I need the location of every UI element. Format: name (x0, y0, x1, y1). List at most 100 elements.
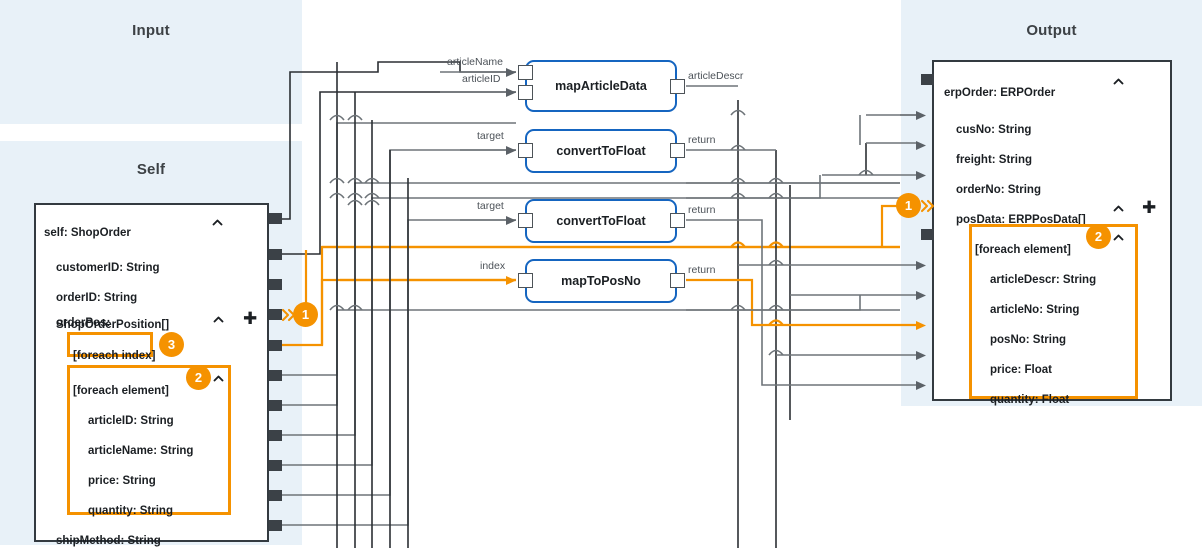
self-foreach-index-highlight[interactable] (67, 332, 153, 357)
port-label-index: index (480, 260, 506, 272)
self-port-header[interactable] (269, 213, 282, 224)
field-label: orderID: String (56, 292, 138, 304)
field-label: price: String (88, 475, 156, 487)
function-input-port-target-1[interactable] (518, 143, 533, 158)
self-node-header[interactable]: self: ShopOrder (36, 215, 267, 263)
chevron-up-icon[interactable] (211, 216, 224, 229)
output-port-header[interactable] (921, 74, 934, 85)
output-node[interactable]: erpOrder: ERPOrder cusNo: String freight… (932, 60, 1172, 406)
self-port-shipmethod[interactable] (269, 520, 282, 531)
function-input-port-articlename[interactable] (518, 65, 533, 80)
function-node-converttofloat-2[interactable]: convertToFloat (525, 199, 677, 243)
badge-3-self-foreach-index: 3 (159, 332, 184, 357)
badge-1-output: 1 (896, 193, 921, 218)
output-field-posno[interactable]: posNo: String (934, 322, 1170, 358)
self-foreach-element-highlight[interactable] (67, 365, 231, 515)
field-label: [foreach index] (73, 350, 156, 362)
output-field-articledescr[interactable]: articleDescr: String (934, 262, 1170, 298)
self-field-orderid[interactable]: orderID: String (36, 280, 267, 316)
port-label-return-2: return (688, 204, 716, 216)
function-input-port-index[interactable] (518, 273, 533, 288)
chevron-up-icon[interactable] (1112, 231, 1125, 244)
function-input-port-target-2[interactable] (518, 213, 533, 228)
function-node-converttofloat-1[interactable]: convertToFloat (525, 129, 677, 173)
field-label-second-line: ShopOrderPosition[] (56, 319, 170, 331)
badge-2-self-foreach-element: 2 (186, 365, 211, 390)
output-field-foreach-element[interactable]: [foreach element] (934, 232, 1170, 280)
port-label-target-2: target (477, 200, 504, 212)
output-field-orderno[interactable]: orderNo: String (934, 172, 1170, 208)
self-field-orderpos[interactable]: orderPos: ShopOrderPosition[] ✚ (36, 305, 267, 377)
badge-2-output-foreach-element: 2 (1086, 224, 1111, 249)
self-port-orderid[interactable] (269, 279, 282, 290)
field-label: posNo: String (990, 334, 1067, 346)
field-label: articleNo: String (990, 304, 1080, 316)
port-label-articlename: articleName (447, 56, 504, 68)
self-port-customerid[interactable] (269, 249, 282, 260)
field-label: articleName: String (88, 445, 194, 457)
self-port-price[interactable] (269, 460, 282, 471)
field-label: orderNo: String (956, 184, 1041, 196)
self-port-articlename[interactable] (269, 430, 282, 441)
output-field-price[interactable]: price: Float (934, 352, 1170, 388)
plus-icon[interactable]: ✚ (243, 309, 258, 328)
output-field-articleno[interactable]: articleNo: String (934, 292, 1170, 328)
array-chevron-icon-output (920, 199, 935, 213)
function-input-port-articleid[interactable] (518, 85, 533, 100)
field-label: [foreach element] (975, 244, 1071, 256)
self-panel-title: Self (136, 161, 166, 178)
function-output-port-return-3[interactable] (670, 273, 685, 288)
field-label: posData: ERPPosData[] (956, 214, 1086, 226)
self-field-articleid[interactable]: articleID: String (36, 403, 267, 439)
function-output-port-return-1[interactable] (670, 143, 685, 158)
self-port-foreach-element[interactable] (269, 370, 282, 381)
function-node-maparticledata[interactable]: mapArticleData (525, 60, 677, 112)
field-label: customerID: String (56, 262, 160, 274)
port-label-return-1: return (688, 134, 716, 146)
field-label: cusNo: String (956, 124, 1032, 136)
chevron-up-icon[interactable] (1112, 202, 1125, 215)
output-node-header-label: erpOrder: ERPOrder (944, 87, 1056, 99)
field-label: articleID: String (88, 415, 174, 427)
self-port-articleid[interactable] (269, 400, 282, 411)
plus-icon[interactable]: ✚ (1142, 198, 1157, 217)
field-label: price: Float (990, 364, 1052, 376)
function-output-port-articledescr[interactable] (670, 79, 685, 94)
self-field-quantity[interactable]: quantity: String (36, 493, 267, 529)
output-panel-title: Output (1026, 22, 1077, 39)
function-node-maptoposno[interactable]: mapToPosNo (525, 259, 677, 303)
self-field-foreach-element[interactable]: [foreach element] (36, 373, 267, 421)
output-node-header[interactable]: erpOrder: ERPOrder (934, 75, 1170, 123)
chevron-up-icon[interactable] (212, 313, 225, 326)
self-field-price[interactable]: price: String (36, 463, 267, 499)
self-port-quantity[interactable] (269, 490, 282, 501)
output-field-posdata[interactable]: posData: ERPPosData[] ✚ (934, 198, 1170, 262)
field-label: quantity: Float (990, 394, 1070, 406)
output-foreach-element-highlight[interactable] (969, 224, 1138, 399)
self-port-orderpos[interactable] (269, 309, 282, 320)
field-label: shipMethod: String (56, 535, 161, 547)
port-label-target-1: target (477, 130, 504, 142)
self-port-foreach-index[interactable] (269, 340, 282, 351)
field-label: [foreach element] (73, 385, 169, 397)
self-field-foreach-index[interactable]: [foreach index] (36, 338, 267, 374)
field-label: freight: String (956, 154, 1033, 166)
chevron-up-icon[interactable] (1112, 75, 1125, 88)
output-field-cusno[interactable]: cusNo: String (934, 112, 1170, 148)
self-field-customerid[interactable]: customerID: String (36, 250, 267, 286)
port-label-articleid: articleID (462, 73, 501, 85)
input-panel-title: Input (132, 22, 170, 39)
field-label: orderPos: (56, 317, 111, 329)
badge-1-self: 1 (293, 302, 318, 327)
output-port-foreach-element[interactable] (921, 229, 934, 240)
self-field-articlename[interactable]: articleName: String (36, 433, 267, 469)
output-field-freight[interactable]: freight: String (934, 142, 1170, 178)
self-node[interactable]: self: ShopOrder customerID: String order… (34, 203, 269, 547)
function-output-port-return-2[interactable] (670, 213, 685, 228)
self-field-shipmethod[interactable]: shipMethod: String (36, 523, 267, 552)
output-field-quantity[interactable]: quantity: Float (934, 382, 1170, 418)
port-label-articledescr: articleDescr (688, 70, 744, 82)
chevron-up-icon[interactable] (212, 372, 225, 385)
input-panel: Input (0, 0, 302, 124)
